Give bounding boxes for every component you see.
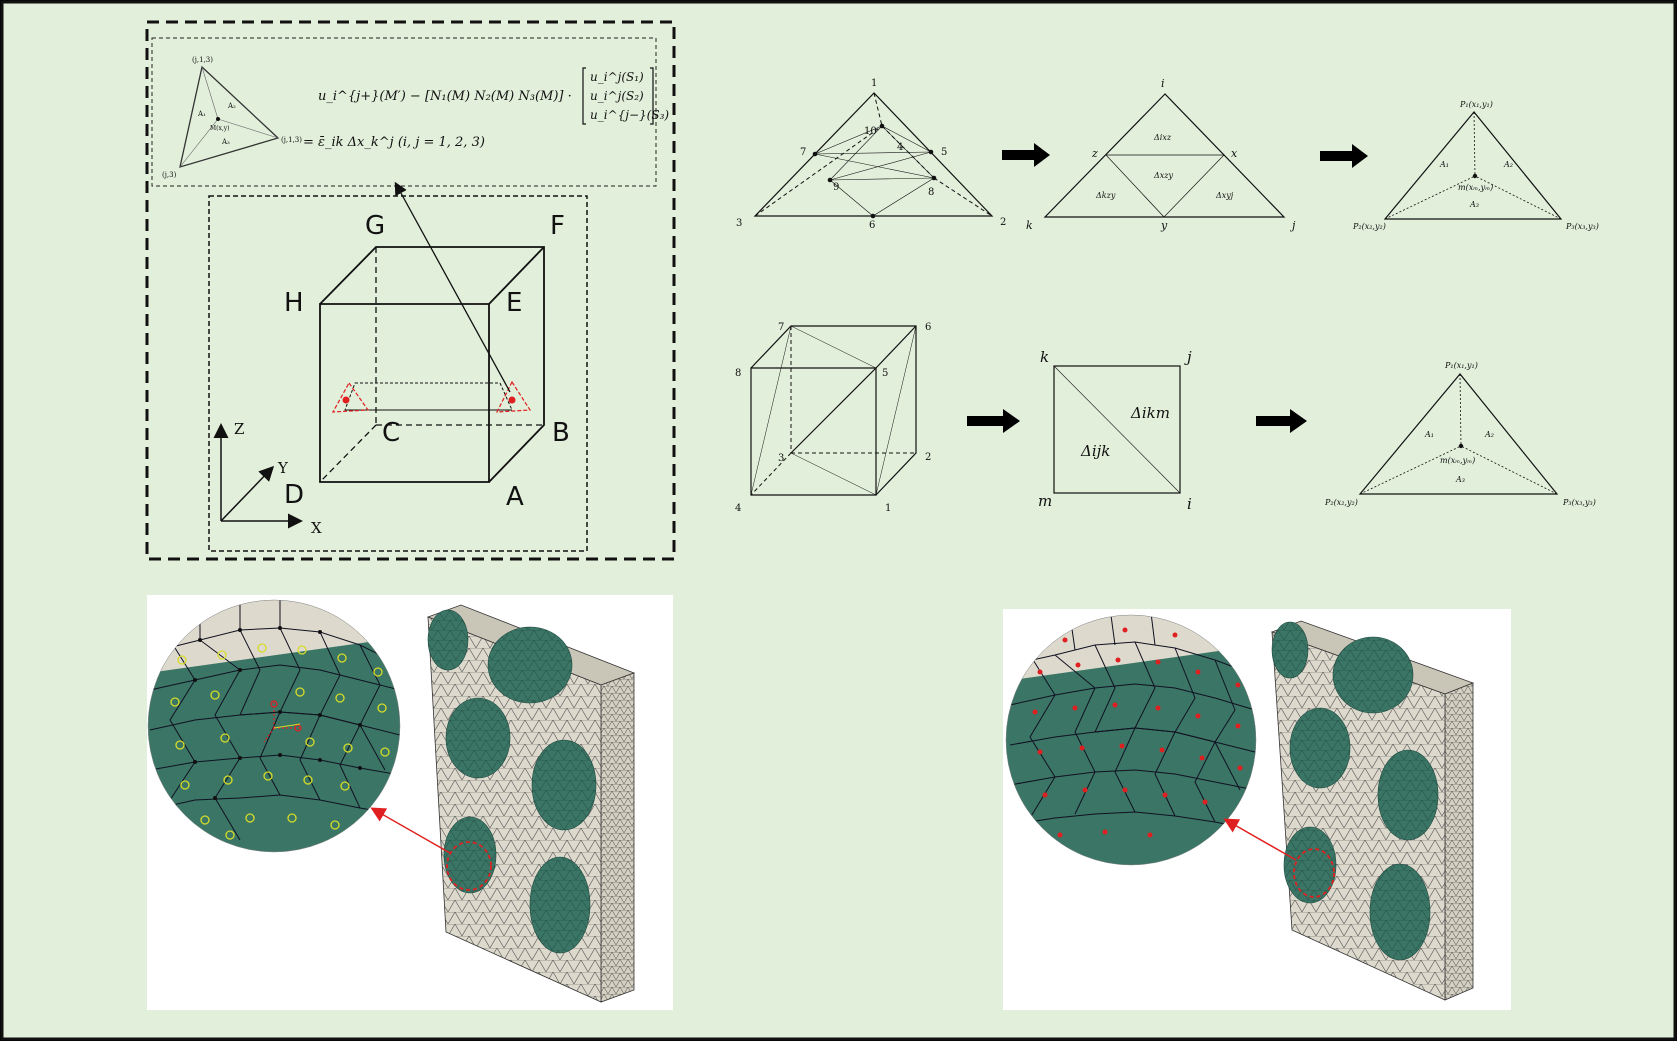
vertex-E: E xyxy=(506,288,522,318)
square-area-lower: Δijk xyxy=(1080,442,1110,460)
matrix-row-3: u_i^{j−}(S₃) xyxy=(590,108,669,122)
inset-label-top: (j,1,3) xyxy=(192,56,213,64)
bary1-p1: P₁(x₁,y₁) xyxy=(1459,100,1493,109)
tet-node-3: 3 xyxy=(736,218,742,229)
row2-barycentric-triangle xyxy=(1358,373,1559,495)
arrow-right-icon xyxy=(967,409,1020,433)
inset-area-a1: A₁ xyxy=(197,110,206,118)
bary2-p3: P₃(x₃,y₃) xyxy=(1562,498,1596,507)
arrow-right-icon xyxy=(1256,409,1307,433)
square-label-m: m xyxy=(1038,492,1052,510)
square-area-upper: Δikm xyxy=(1130,404,1170,422)
tet-node-4: 4 xyxy=(897,142,903,153)
matrix-brackets xyxy=(582,67,654,125)
vertex-D: D xyxy=(284,480,304,510)
bary1-m: m(xₘ,yₘ) xyxy=(1458,183,1493,192)
vertex-F: F xyxy=(550,211,565,241)
tet-node-1: 1 xyxy=(871,78,877,89)
cube-node-4: 4 xyxy=(735,503,741,514)
square-label-j: j xyxy=(1184,348,1192,366)
bary1-a1: A₁ xyxy=(1439,160,1449,169)
axis-y-label: Y xyxy=(277,459,289,477)
mesh-panel-left xyxy=(147,595,673,1010)
tri-area-top: Δixz xyxy=(1153,133,1172,142)
tri-label-j: j xyxy=(1289,219,1296,232)
inset-area-a2: A₂ xyxy=(227,102,236,110)
cube-node-2: 2 xyxy=(925,452,931,463)
cube-node-1: 1 xyxy=(885,503,891,514)
inset-label-left: (j,3) xyxy=(162,171,177,179)
bary1-a2: A₂ xyxy=(1503,160,1513,169)
cube-node-5: 5 xyxy=(882,368,888,379)
bary1-a3: A₃ xyxy=(1469,200,1479,209)
cube-node-3: 3 xyxy=(778,453,784,464)
tet-node-10: 10 xyxy=(864,126,877,137)
vertex-A: A xyxy=(506,482,524,512)
inset-point-m: M(x,y) xyxy=(210,125,230,132)
axis-x-label: X xyxy=(311,519,322,537)
cube-panel: (j,1,3) (j,1,3) (j,3) A₁ A₂ A₃ M(x,y) u_… xyxy=(145,20,676,561)
tet-node-8: 8 xyxy=(928,187,934,198)
tet-node-6: 6 xyxy=(869,220,875,231)
tet-node-5: 5 xyxy=(941,147,947,158)
axis-z-label: Z xyxy=(234,420,244,438)
arrow-right-icon xyxy=(1320,144,1368,168)
bary1-p2: P₂(x₂,y₂) xyxy=(1352,222,1386,231)
cube-node-7: 7 xyxy=(778,322,784,333)
vertex-G: G xyxy=(365,211,385,241)
vertex-C: C xyxy=(382,418,400,448)
square-label-k: k xyxy=(1040,348,1049,366)
row2-cube xyxy=(750,325,917,496)
bary2-p1: P₁(x₁,y₁) xyxy=(1444,361,1478,370)
matrix-row-2: u_i^j(S₂) xyxy=(590,89,644,103)
tri-area-right: Δxyj xyxy=(1215,191,1234,200)
bary2-p2: P₂(x₂,y₂) xyxy=(1324,498,1358,507)
inset-label-right: (j,1,3) xyxy=(281,136,302,144)
tet-node-7: 7 xyxy=(800,147,806,158)
mesh-panel-right xyxy=(1003,609,1511,1010)
vertex-B: B xyxy=(552,418,570,448)
row2-square xyxy=(1053,365,1181,494)
cube-drawing xyxy=(213,181,545,529)
tri-area-left: Δkzy xyxy=(1095,191,1116,200)
tri-area-center: Δxzy xyxy=(1153,171,1174,180)
zoom-marker-left xyxy=(446,841,492,891)
bary2-m: m(xₘ,yₘ) xyxy=(1440,456,1475,465)
row1-subdivided-triangle xyxy=(1043,93,1286,218)
arrow-right-icon xyxy=(1002,143,1050,167)
bary2-a1: A₁ xyxy=(1424,430,1434,439)
bary2-a2: A₂ xyxy=(1484,430,1494,439)
equation-top: u_i^{j+}(M′) − [N₁(M) N₂(M) N₃(M)] · xyxy=(318,89,572,104)
matrix-row-1: u_i^j(S₁) xyxy=(590,70,644,84)
square-label-i: i xyxy=(1187,495,1192,513)
cube-node-6: 6 xyxy=(925,322,931,333)
row1-barycentric-triangle xyxy=(1383,111,1563,220)
cube-node-8: 8 xyxy=(735,368,741,379)
tri-label-z: z xyxy=(1091,147,1098,160)
bary1-p3: P₃(x₃,y₃) xyxy=(1565,222,1599,231)
zoom-marker-right xyxy=(1293,848,1335,898)
tri-label-k: k xyxy=(1026,219,1033,232)
equation-bottom: = ε̄_ik Δx_k^j (i, j = 1, 2, 3) xyxy=(303,135,485,150)
tri-label-y: y xyxy=(1160,219,1168,232)
inset-area-a3: A₃ xyxy=(221,138,230,146)
vertex-H: H xyxy=(284,288,304,318)
tet-node-9: 9 xyxy=(833,182,839,193)
bary2-a3: A₃ xyxy=(1455,475,1465,484)
inset-triangle: (j,1,3) (j,1,3) (j,3) A₁ A₂ A₃ M(x,y) xyxy=(162,56,302,179)
row1-tetrahedron xyxy=(753,92,994,219)
tet-node-2: 2 xyxy=(1000,217,1006,228)
tri-label-i: i xyxy=(1161,77,1165,90)
tri-label-x: x xyxy=(1231,147,1238,160)
